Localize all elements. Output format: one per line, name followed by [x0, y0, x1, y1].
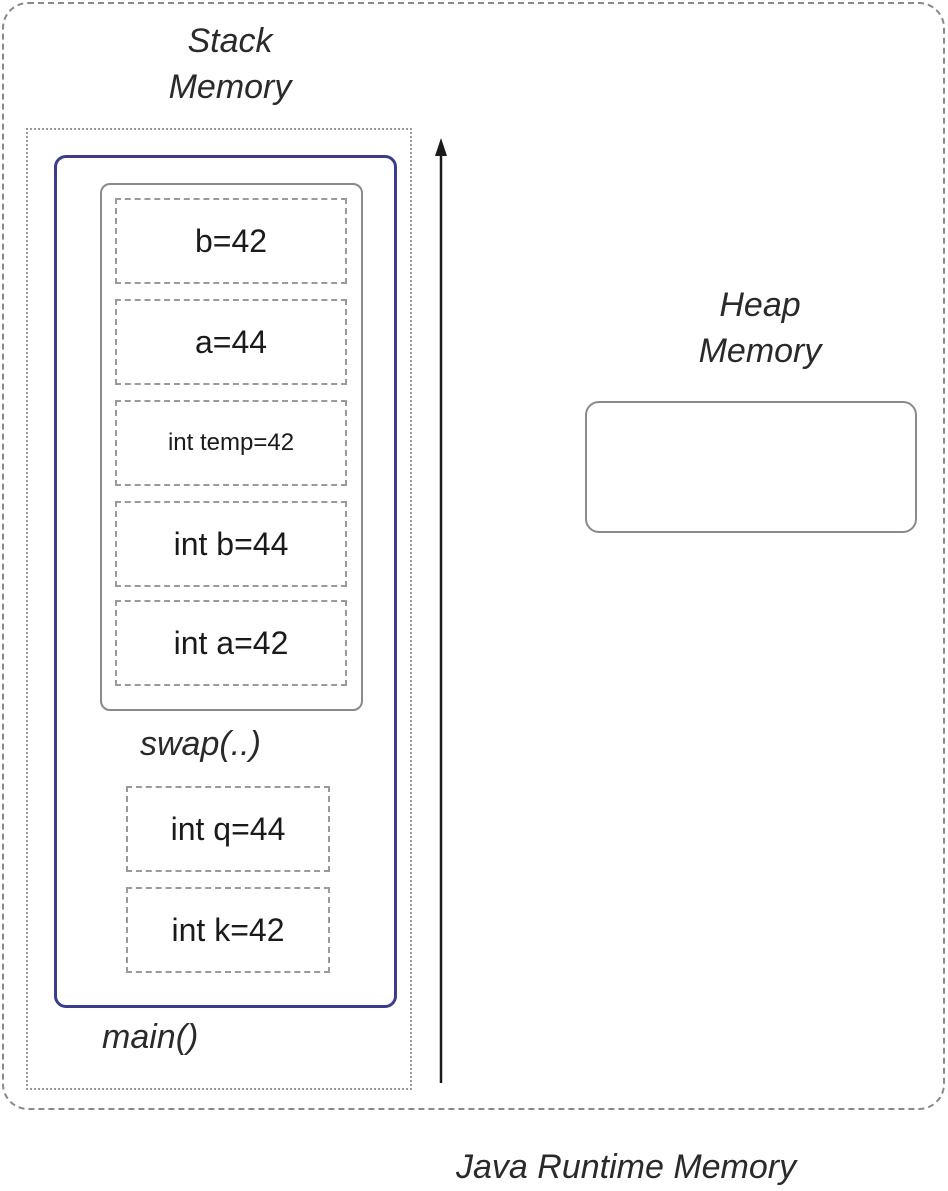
heap-memory-box — [585, 401, 917, 533]
swap-var-b: b=42 — [115, 198, 347, 284]
main-frame-label: main() — [102, 1018, 199, 1056]
main-var-k: int k=42 — [126, 887, 330, 973]
heap-memory-title: Heap Memory — [660, 282, 860, 374]
main-var-q: int q=44 — [126, 786, 330, 872]
swap-frame-label: swap(..) — [140, 725, 261, 763]
heap-title-line2: Memory — [698, 332, 822, 370]
heap-title-line1: Heap — [719, 286, 801, 324]
java-runtime-memory-box — [2, 2, 945, 1110]
swap-var-int-b: int b=44 — [115, 501, 347, 587]
swap-var-int-a: int a=42 — [115, 600, 347, 686]
swap-var-temp: int temp=42 — [115, 400, 347, 486]
swap-frame — [100, 183, 363, 711]
main-frame — [54, 155, 397, 1008]
stack-memory-title: Stack Memory — [130, 18, 330, 110]
java-runtime-memory-label: Java Runtime Memory — [456, 1148, 797, 1186]
stack-title-line2: Memory — [168, 68, 292, 106]
swap-var-a: a=44 — [115, 299, 347, 385]
stack-title-line1: Stack — [187, 22, 273, 60]
stack-memory-region — [26, 128, 412, 1090]
